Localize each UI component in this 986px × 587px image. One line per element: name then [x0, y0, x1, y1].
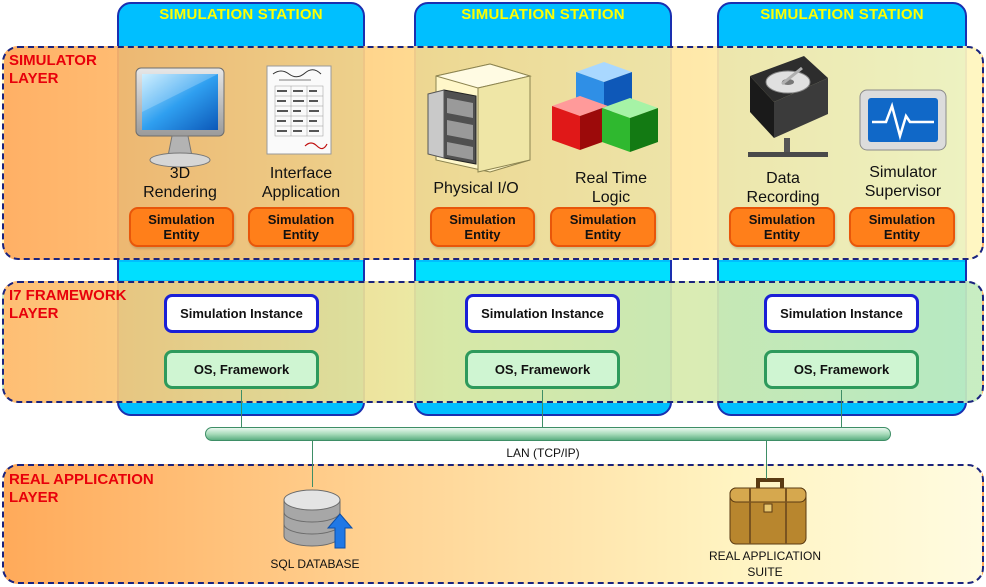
- app-label-3d-rendering: 3D Rendering: [143, 165, 217, 201]
- simulation-entity-button[interactable]: Simulation Entity: [129, 207, 234, 247]
- lan-connector-station-1: [241, 390, 242, 428]
- lan-connector-database: [312, 441, 313, 487]
- simulation-entity-button[interactable]: Simulation Entity: [248, 207, 354, 247]
- framework-layer-label: I7 FRAMEWORK LAYER: [9, 287, 127, 322]
- app-label-real-time-logic: Real Time Logic: [574, 170, 648, 206]
- cubes-icon: [552, 62, 658, 152]
- os-framework-box[interactable]: OS, Framework: [465, 350, 620, 389]
- app-label-data-recording: Data Recording: [746, 170, 820, 206]
- simulation-entity-button[interactable]: Simulation Entity: [430, 207, 535, 247]
- station-2-gap: [416, 262, 670, 280]
- briefcase-icon: [729, 478, 807, 545]
- station-1-gap: [119, 262, 363, 280]
- simulator-layer-label: SIMULATOR LAYER: [9, 52, 97, 87]
- simulation-instance-box[interactable]: Simulation Instance: [164, 294, 319, 333]
- lan-connector-suite: [766, 441, 767, 479]
- station-3-title: SIMULATION STATION: [760, 6, 924, 23]
- station-3-gap: [719, 262, 965, 280]
- lan-connector-station-3: [841, 390, 842, 428]
- simulation-instance-box[interactable]: Simulation Instance: [764, 294, 919, 333]
- document-icon: [266, 65, 332, 155]
- sql-database-label: SQL DATABASE: [270, 557, 360, 571]
- simulation-entity-button[interactable]: Simulation Entity: [849, 207, 955, 247]
- simulation-instance-box[interactable]: Simulation Instance: [465, 294, 620, 333]
- simulation-entity-button[interactable]: Simulation Entity: [729, 207, 835, 247]
- station-2-title: SIMULATION STATION: [461, 6, 625, 23]
- lan-connector-station-2: [542, 390, 543, 428]
- monitor-icon: [135, 67, 225, 168]
- lan-bus: [205, 427, 891, 441]
- real-application-layer: [2, 464, 984, 584]
- lan-label: LAN (TCP/IP): [506, 446, 580, 460]
- station-1-title: SIMULATION STATION: [159, 6, 323, 23]
- os-framework-box[interactable]: OS, Framework: [164, 350, 319, 389]
- server-rack-icon: [427, 63, 532, 173]
- os-framework-box[interactable]: OS, Framework: [764, 350, 919, 389]
- hard-drive-icon: [748, 56, 828, 157]
- simulation-entity-button[interactable]: Simulation Entity: [550, 207, 656, 247]
- app-label-physical-io: Physical I/O: [433, 180, 519, 197]
- app-label-simulator-supervisor: Simulator Supervisor: [864, 164, 942, 200]
- real-application-layer-label: REAL APPLICATION LAYER: [9, 471, 154, 506]
- heartbeat-monitor-icon: [859, 89, 947, 151]
- database-icon: [283, 489, 354, 549]
- app-label-interface-application: Interface Application: [261, 165, 341, 201]
- real-application-suite-label: REAL APPLICATION SUITE: [708, 549, 822, 579]
